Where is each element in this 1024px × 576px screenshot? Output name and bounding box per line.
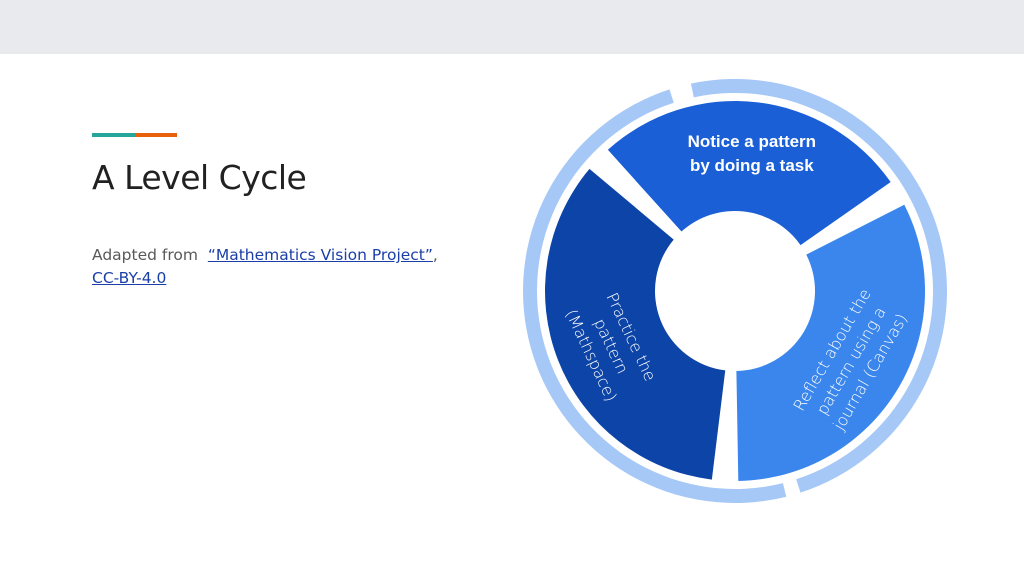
cycle-stage-wedge <box>545 168 726 480</box>
attribution: Adapted from “Mathematics Vision Project… <box>92 244 512 290</box>
license-link[interactable]: CC-BY-4.0 <box>92 269 167 287</box>
mvp-link[interactable]: “Mathematics Vision Project” <box>207 246 433 264</box>
attribution-prefix: Adapted from <box>92 246 198 264</box>
cycle-stage-wedge <box>736 204 925 481</box>
accent-bar-teal <box>92 133 136 137</box>
cycle-stage-wedge <box>607 100 891 246</box>
accent-bar-orange <box>136 133 177 137</box>
top-bar <box>0 0 1024 54</box>
cycle-wedges <box>545 100 925 481</box>
slide-title: A Level Cycle <box>92 158 307 197</box>
attribution-separator: , <box>432 246 438 264</box>
